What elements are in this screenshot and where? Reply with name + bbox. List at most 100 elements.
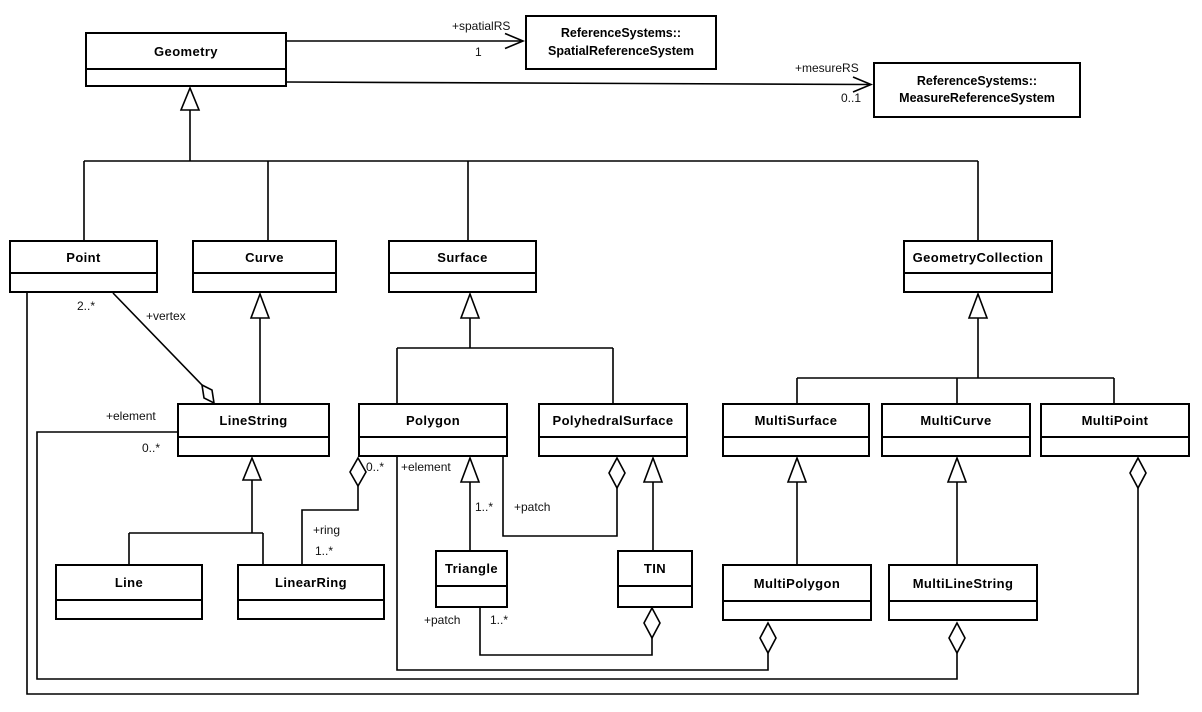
edge-geometry-spatialrs	[287, 32, 526, 50]
class-title: MultiPolygon	[724, 566, 870, 602]
class-geometrycollection: GeometryCollection	[903, 240, 1053, 293]
class-multipoint: MultiPoint	[1040, 403, 1190, 457]
class-polyhedralsurface: PolyhedralSurface	[538, 403, 688, 457]
open-arrow-icon	[504, 32, 526, 50]
aggregation-diamond-icon	[759, 621, 777, 655]
edge-agg-multipolygon-polygon	[396, 457, 777, 671]
aggregation-diamond-icon	[948, 621, 966, 655]
label-ring-role: +ring	[313, 523, 341, 537]
class-point: Point	[9, 240, 158, 293]
label-vertex-role: +vertex	[146, 309, 186, 323]
edge-gen-curve-linestring	[249, 291, 271, 403]
generalization-arrow-icon	[179, 85, 201, 111]
class-tin: TIN	[617, 550, 693, 608]
edge-agg-polyhedralsurface-polygon	[502, 456, 626, 537]
edge-agg-multipoint-point	[26, 293, 1147, 695]
class-title: Triangle	[437, 552, 506, 587]
attrs-compartment	[1042, 438, 1188, 455]
attrs-compartment	[540, 438, 686, 455]
class-title: MultiCurve	[883, 405, 1029, 438]
class-multisurface: MultiSurface	[722, 403, 870, 457]
class-curve: Curve	[192, 240, 337, 293]
generalization-arrow-icon	[786, 455, 808, 483]
label-tin-patch-role: +patch	[424, 613, 461, 627]
label-spatialrs-role: +spatialRS	[452, 19, 511, 33]
attrs-compartment	[905, 274, 1051, 291]
class-title: LinearRing	[239, 566, 383, 601]
attrs-compartment	[724, 602, 870, 619]
class-title: TIN	[619, 552, 691, 587]
open-arrow-icon	[852, 76, 874, 93]
edge-gen-geometrycollection-children	[796, 291, 1115, 403]
attrs-compartment	[619, 587, 691, 606]
attrs-compartment	[437, 587, 506, 606]
attrs-compartment	[239, 601, 383, 618]
edge-agg-tin-triangle	[479, 606, 661, 656]
label-linestring-element-role: +element	[106, 409, 156, 423]
edge-geometry-mesurers	[286, 76, 874, 93]
class-title: Curve	[194, 242, 335, 274]
class-triangle: Triangle	[435, 550, 508, 608]
label-ps-patch-role: +patch	[514, 500, 551, 514]
label-ring-multiplicity: 1..*	[315, 544, 334, 558]
aggregation-diamond-icon	[643, 606, 661, 640]
attrs-compartment	[724, 438, 868, 455]
edge-gen-linestring-children	[128, 455, 264, 564]
ref-class-line2: SpatialReferenceSystem	[548, 43, 694, 58]
class-polygon: Polygon	[358, 403, 508, 457]
label-polygon-element-role: +element	[401, 460, 451, 474]
label-tin-patch-multiplicity: 1..*	[490, 613, 509, 627]
class-title: PolyhedralSurface	[540, 405, 686, 438]
attrs-compartment	[11, 274, 156, 291]
edge-gen-multicurve-multilinestring	[946, 455, 968, 564]
generalization-arrow-icon	[249, 291, 271, 319]
class-title: Line	[57, 566, 201, 601]
attrs-compartment	[360, 438, 506, 455]
generalization-arrow-icon	[459, 455, 481, 483]
ref-class-line2: MeasureReferenceSystem	[899, 91, 1055, 105]
edge-gen-surface-children	[396, 291, 614, 403]
generalization-arrow-icon	[967, 291, 989, 319]
ref-class-line1: ReferenceSystems::	[916, 73, 1038, 88]
class-title: Polygon	[360, 405, 506, 438]
attrs-compartment	[179, 438, 328, 455]
class-title: GeometryCollection	[905, 242, 1051, 274]
class-title: MultiPoint	[1042, 405, 1188, 438]
ref-class-line1: ReferenceSystems::	[560, 26, 682, 40]
class-spatial-reference-system: ReferenceSystems:: SpatialReferenceSyste…	[525, 15, 717, 70]
attrs-compartment	[390, 274, 535, 291]
attrs-compartment	[194, 274, 335, 291]
class-line: Line	[55, 564, 203, 620]
attrs-compartment	[57, 601, 201, 618]
label-linestring-element-multiplicity: 0..*	[142, 441, 161, 455]
class-title: MultiLineString	[890, 566, 1036, 602]
class-title: MultiSurface	[724, 405, 868, 438]
label-ring-end-multiplicity: 0..*	[366, 460, 385, 474]
attrs-compartment	[883, 438, 1029, 455]
class-surface: Surface	[388, 240, 537, 293]
label-spatialrs-multiplicity: 1	[475, 45, 482, 59]
edge-gen-polyhedralsurface-tin	[642, 455, 664, 550]
generalization-arrow-icon	[241, 455, 263, 481]
class-multicurve: MultiCurve	[881, 403, 1031, 457]
generalization-arrow-icon	[946, 455, 968, 483]
generalization-arrow-icon	[459, 291, 481, 319]
class-multilinestring: MultiLineString	[888, 564, 1038, 621]
class-title: Geometry	[87, 34, 285, 70]
class-linestring: LineString	[177, 403, 330, 457]
class-title: Point	[11, 242, 156, 274]
aggregation-diamond-icon	[349, 456, 367, 488]
edge-gen-geometry-children	[83, 85, 979, 240]
aggregation-diamond-icon	[1129, 456, 1147, 490]
attrs-compartment	[890, 602, 1036, 619]
aggregation-diamond-icon	[200, 383, 216, 405]
class-measure-reference-system: ReferenceSystems:: MeasureReferenceSyste…	[873, 62, 1081, 118]
class-linearring: LinearRing	[237, 564, 385, 620]
aggregation-diamond-icon	[608, 456, 626, 490]
label-ps-patch-multiplicity: 1..*	[475, 500, 494, 514]
edge-gen-multisurface-multipolygon	[786, 455, 808, 564]
label-vertex-multiplicity: 2..*	[77, 299, 96, 313]
class-multipolygon: MultiPolygon	[722, 564, 872, 621]
